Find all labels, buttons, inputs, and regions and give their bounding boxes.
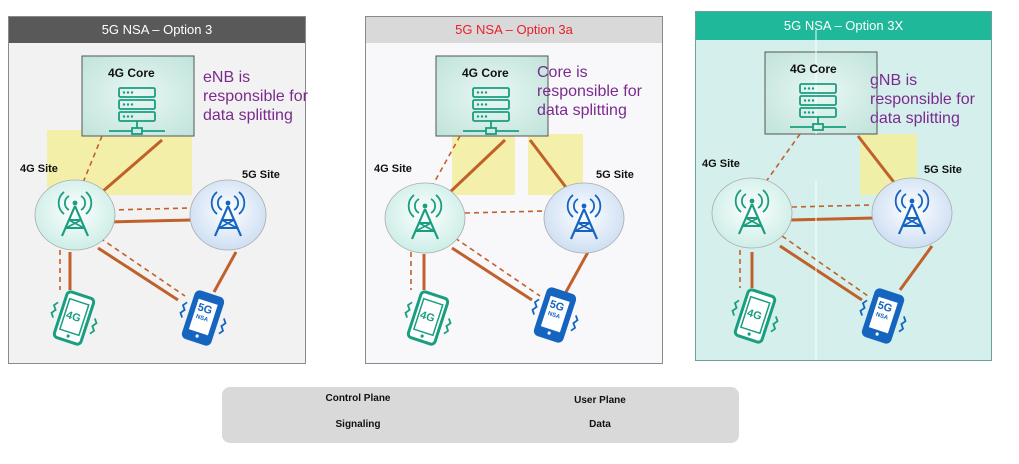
data-link xyxy=(446,138,507,196)
data-link xyxy=(107,218,193,224)
site-5g xyxy=(543,182,625,254)
split-note: eNB is responsible for data splitting xyxy=(203,69,308,124)
data-link xyxy=(789,216,875,222)
panel-1-diagram xyxy=(34,55,267,350)
data-link xyxy=(101,138,163,194)
control-link xyxy=(464,210,546,214)
panel-title: 5G NSA – Option 3a xyxy=(366,17,662,43)
site-5g xyxy=(189,179,267,251)
panel-2-diagram xyxy=(384,55,625,350)
core-label: 4G Core xyxy=(790,62,837,76)
site-4g-label: 4G Site xyxy=(702,158,740,170)
site-5g-label: 5G Site xyxy=(242,169,280,181)
split-note: Core is responsible for data splitting xyxy=(537,64,642,119)
control-link xyxy=(429,135,461,191)
split-highlight xyxy=(452,134,515,195)
site-5g xyxy=(871,177,953,249)
site-4g xyxy=(34,179,116,251)
legend-user-plane: User Plane xyxy=(574,395,626,406)
panel-3-diagram xyxy=(711,30,953,360)
data-link xyxy=(779,244,863,302)
control-link xyxy=(791,204,873,208)
control-link xyxy=(99,237,186,297)
split-note: gNB is responsible for data splitting xyxy=(870,72,975,127)
site-4g xyxy=(384,182,466,254)
legend-data: Data xyxy=(589,419,611,430)
site-4g-label: 4G Site xyxy=(374,163,412,175)
control-link xyxy=(781,235,869,297)
core-box xyxy=(435,55,549,137)
legend-control-plane: Control Plane xyxy=(325,393,391,404)
data-link xyxy=(451,246,533,302)
data-link xyxy=(528,139,570,191)
site-4g-label: 4G Site xyxy=(20,163,58,175)
control-link xyxy=(454,237,541,297)
data-link xyxy=(212,251,238,293)
core-box xyxy=(81,55,195,137)
site-5g-label: 5G Site xyxy=(924,164,962,176)
site-5g-label: 5G Site xyxy=(596,169,634,181)
data-link xyxy=(564,251,590,293)
legend: Control Plane Signaling User Plane Data xyxy=(222,387,739,443)
panel-title: 5G NSA – Option 3X xyxy=(696,12,991,40)
data-link xyxy=(97,246,179,302)
data-link xyxy=(898,245,934,291)
core-label: 4G Core xyxy=(108,66,155,80)
data-link xyxy=(856,135,902,191)
core-label: 4G Core xyxy=(462,66,509,80)
site-4g xyxy=(711,177,793,249)
panel-title: 5G NSA – Option 3 xyxy=(9,17,305,43)
control-link xyxy=(109,207,191,211)
legend-signaling: Signaling xyxy=(335,419,381,430)
